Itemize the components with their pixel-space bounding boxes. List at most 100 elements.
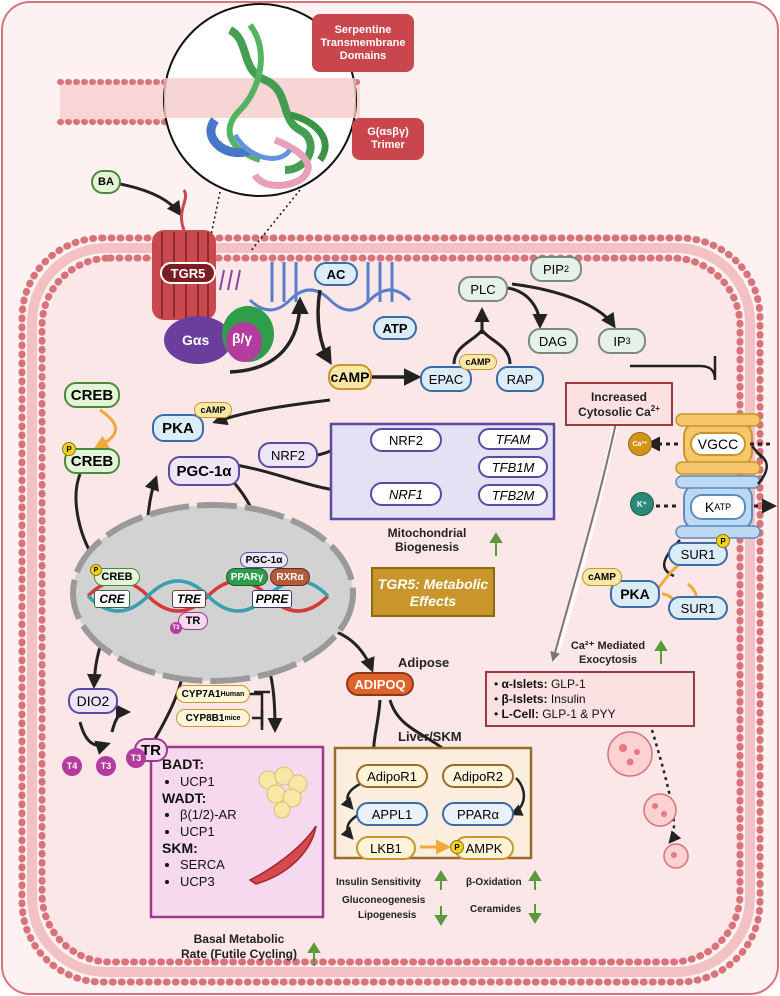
tfam-node: TFAM [478, 428, 548, 450]
islet-2-bold: β-Islets: [501, 692, 548, 706]
ip3-text: IP [613, 333, 626, 349]
tfb2m-node: TFB2M [478, 484, 548, 506]
liver-label: Liver/SKM [398, 729, 462, 744]
nrf2-outside: NRF2 [258, 442, 318, 468]
rap-node: RAP [496, 366, 544, 392]
pgc-node: PGC-1α [168, 456, 240, 486]
lkb1-node: LKB1 [356, 836, 416, 860]
gas-blob [164, 316, 232, 364]
calcium-line2: Cytosolic Ca2+ [568, 404, 670, 419]
bmr-wadt: WADT: [162, 789, 207, 806]
adipor2-node: AdipoR2 [442, 764, 514, 788]
nrf2-box-node: NRF2 [370, 428, 442, 452]
nuc-tre: TRE [172, 590, 206, 608]
ac-node: AC [314, 262, 358, 286]
pka-camp: cAMP [194, 402, 232, 418]
calcium-label: Increased Cytosolic Ca2+ [568, 390, 670, 420]
trimer-label: G(αsβγ) Trimer [356, 126, 420, 152]
effects-line2: Effects [409, 592, 457, 609]
nuc-ppar: PPARγ [226, 568, 268, 586]
bg-label: β/γ [232, 330, 253, 346]
ip3-sub: 3 [625, 336, 631, 346]
nuc-cre: CRE [94, 590, 130, 608]
islets-list: • α-Islets: GLP-1 • β-Islets: Insulin • … [494, 677, 616, 722]
islet-1-text: GLP-1 [547, 677, 586, 691]
camp-node: cAMP [328, 364, 372, 390]
cyp8-sub: mice [224, 714, 241, 722]
tm-domains-box [312, 14, 414, 72]
t3-ion: T3 [96, 756, 116, 776]
pka2-node: PKA [610, 580, 660, 608]
nuc-creb: CREB [94, 568, 140, 586]
bmr-skm: SKM: [162, 839, 198, 856]
adipocyte-icon [258, 766, 308, 819]
mito-line2: Biogenesis [394, 540, 460, 555]
creb-node: CREB [64, 382, 120, 408]
outcome-boxidation: β-Oxidation [466, 877, 522, 888]
bmr-line2: Rate (Futile Cycling) [180, 947, 297, 961]
bmr-label: Basal Metabolic Rate (Futile Cycling) [170, 932, 308, 962]
trimer-line1: G(αsβγ) [367, 126, 409, 138]
katp-sub: ATP [714, 502, 732, 512]
nuc-creb-phospho: P [90, 564, 102, 576]
plc-node: PLC [458, 276, 508, 302]
cyp7-text: CYP7A1 [181, 688, 221, 700]
bg-blob-magenta [226, 322, 262, 362]
bmr-skm-2: UCP3 [180, 874, 237, 890]
membrane-tails [27, 243, 755, 977]
calcium-box [565, 382, 673, 426]
epac-camp: cAMP [459, 354, 497, 370]
effects-line1: TGR5: Metabolic [377, 576, 489, 592]
muscle-icon [248, 825, 317, 885]
adipor1-node: AdipoR1 [356, 764, 428, 788]
tm-line1: Serpentine [334, 24, 392, 36]
bmr-badt-1: UCP1 [180, 774, 237, 790]
pip2-text: PIP [543, 261, 564, 277]
outcome-gluco: Gluconeogenesis [342, 895, 426, 906]
ampk-phospho: P [450, 840, 464, 854]
vgcc-label: VGCC [690, 432, 746, 456]
sur1-phospho: P [716, 534, 730, 548]
ppara-node: PPARα [442, 802, 514, 826]
indicator-arrows [307, 532, 668, 966]
tm-domains-label: Serpentine Transmembrane Domains [318, 24, 408, 64]
adipoq-node: ADIPOQ [346, 672, 414, 696]
pip2-sub: 2 [563, 264, 569, 274]
gas-label: Gαs [182, 332, 210, 348]
tm-line2: Transmembrane [320, 37, 406, 50]
dio2-node: DIO2 [68, 688, 118, 714]
effects-title-box [371, 567, 495, 617]
mito-line1: Mitochondrial [387, 526, 467, 540]
exo-line1: Ca²⁺ Mediated [570, 640, 646, 652]
tm-line3: Domains [339, 50, 387, 63]
adipose-label: Adipose [398, 655, 450, 670]
atp-node: ATP [373, 316, 417, 340]
outcome-ceramides: Ceramides [470, 904, 522, 915]
islet-3-text: GLP-1 & PYY [538, 707, 616, 721]
outcome-insulin: Insulin Sensitivity [336, 877, 422, 888]
bmr-wadt-1: β(1/2)-AR [180, 807, 237, 823]
nuc-rxr: RXRα [270, 568, 310, 586]
protein-structure [206, 23, 329, 189]
t4-ion: T4 [62, 756, 82, 776]
outcome-lipo: Lipogenesis [358, 910, 417, 921]
tfb1m-node: TFB1M [478, 456, 548, 478]
islet-row-2: • β-Islets: Insulin [494, 692, 586, 706]
membrane-outer [18, 234, 764, 986]
nuc-tr: TR [178, 612, 208, 630]
bmr-line1: Basal Metabolic [193, 932, 285, 946]
trimer-line2: Trimer [371, 139, 405, 152]
effects-title: TGR5: Metabolic Effects [376, 576, 490, 610]
bmr-badt: BADT: [162, 756, 204, 772]
nuc-pgc: PGC-1α [240, 552, 288, 568]
ac-channel [248, 262, 412, 312]
pka-node: PKA [152, 414, 204, 442]
tgr5-label: TGR5 [160, 262, 216, 284]
bmr-skm-1: SERCA [180, 857, 237, 873]
sur1-node: SUR1 [668, 596, 728, 620]
